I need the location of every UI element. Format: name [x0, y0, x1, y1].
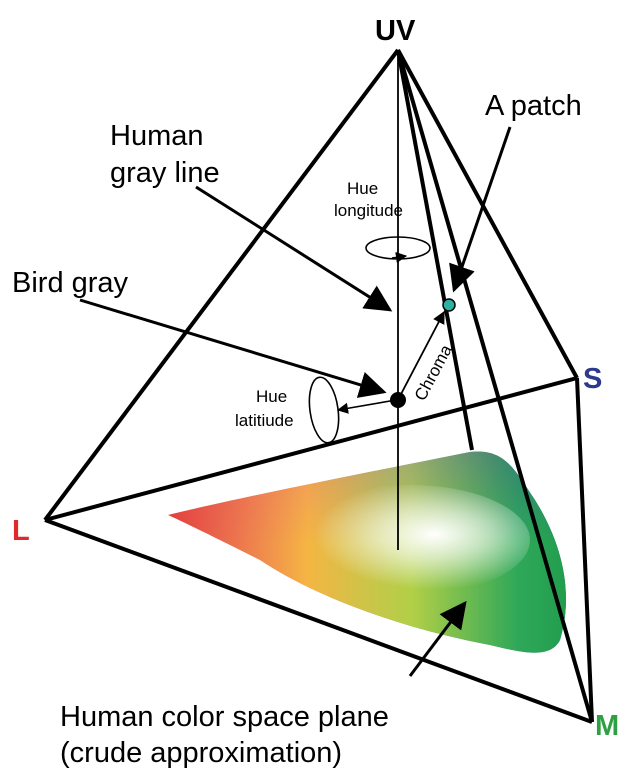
- bird-gray-pointer: [79, 298, 387, 398]
- a-patch-point: [442, 298, 456, 312]
- human-color-space-label-line2: (crude approximation): [60, 737, 342, 769]
- edge-l-s: [44, 376, 578, 522]
- hue-longitude-label: Hue longitude: [334, 179, 403, 220]
- hue-latitude-label: Hue latitiude: [235, 387, 294, 430]
- vertex-m-label: M: [595, 710, 619, 742]
- chroma-arrow: [399, 310, 445, 397]
- vertex-l-label: L: [12, 515, 30, 547]
- hue-longitude-label-line1: Hue: [347, 179, 378, 198]
- edge-uv-l: [43, 48, 400, 522]
- color-plane-pointer: [408, 600, 467, 677]
- tetrahedron-edges: [43, 48, 594, 724]
- human-gray-line-label-line2: gray line: [110, 157, 220, 189]
- edge-uv-inner: [396, 49, 474, 451]
- bird-gray-label: Bird gray: [12, 267, 129, 299]
- a-patch-pointer: [449, 126, 512, 293]
- human-gray-line-pointer: [195, 185, 393, 312]
- edge-l-m: [44, 518, 593, 724]
- hue-latitude-label-line1: Hue: [256, 387, 287, 406]
- hue-longitude-label-line2: longitude: [334, 201, 403, 220]
- chroma-label: Chroma: [411, 341, 456, 404]
- bird-gray-point: [390, 392, 406, 408]
- human-color-space-label-line1: Human color space plane: [60, 701, 389, 733]
- edge-uv-s: [396, 49, 579, 379]
- hue-latitude-ellipse: [308, 376, 340, 444]
- hue-longitude-arrow: [391, 251, 408, 263]
- edge-uv-m: [396, 49, 594, 723]
- hue-latitude-label-line2: latitiude: [235, 411, 294, 430]
- a-patch-label: A patch: [485, 90, 582, 122]
- vertex-s-label: S: [583, 363, 602, 395]
- edge-s-m: [575, 377, 594, 723]
- human-color-space-label: Human color space plane (crude approxima…: [60, 701, 397, 769]
- human-gray-line-label: Human gray line: [110, 120, 220, 189]
- vertex-uv-label: UV: [375, 15, 416, 47]
- bird-gray-to-latitude-line: [336, 399, 397, 414]
- human-gray-line-label-line1: Human: [110, 120, 204, 152]
